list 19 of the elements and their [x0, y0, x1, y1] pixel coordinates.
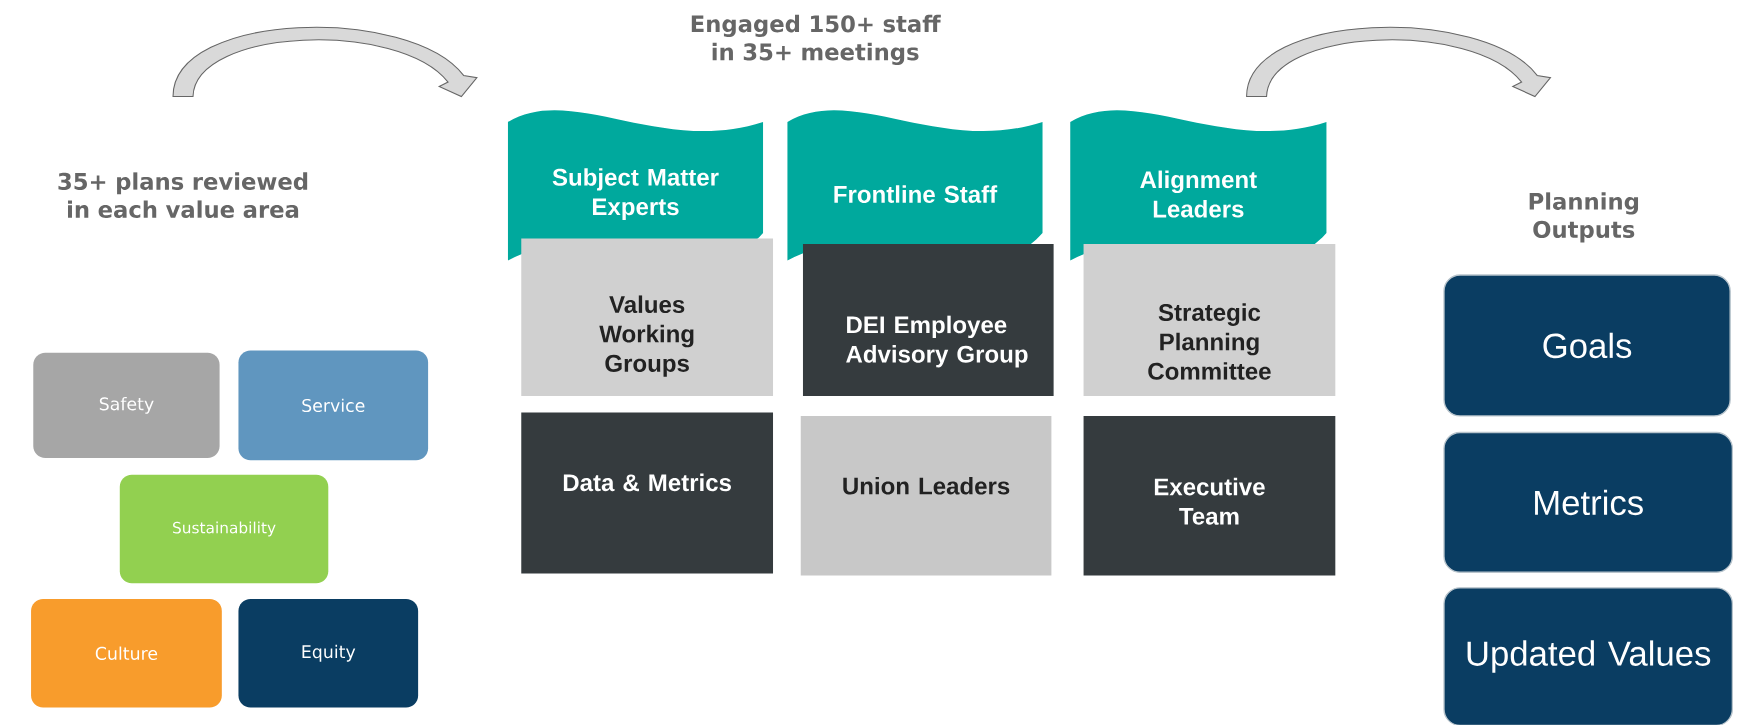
heading-text: 35+ plans reviewed in each value area: [58, 172, 308, 218]
group-box: Executive Team: [1083, 415, 1336, 576]
output-box: Updated Values: [1443, 586, 1734, 725]
banner-flag: Frontline Staff: [787, 110, 1043, 261]
heading-text: Planning Outputs: [1529, 192, 1639, 243]
value-box: Equity: [238, 598, 419, 708]
group-box: Strategic Planning Committee: [1083, 243, 1336, 396]
value-box: Sustainability: [119, 474, 329, 584]
group-box: Data & Metrics: [521, 412, 773, 574]
group-box: Union Leaders: [800, 415, 1052, 576]
group-box: Values Working Groups: [521, 238, 773, 396]
banner-flag: Alignment Leaders: [1070, 110, 1327, 261]
value-box: Safety: [33, 352, 220, 458]
output-box: Metrics: [1443, 431, 1734, 573]
output-box: Goals: [1443, 274, 1731, 417]
value-box: Culture: [31, 598, 222, 708]
heading-text: Engaged 150+ staff in 35+ meetings: [691, 14, 941, 65]
value-box: Service: [238, 350, 429, 461]
group-box: DEI Employee Advisory Group: [802, 243, 1054, 396]
